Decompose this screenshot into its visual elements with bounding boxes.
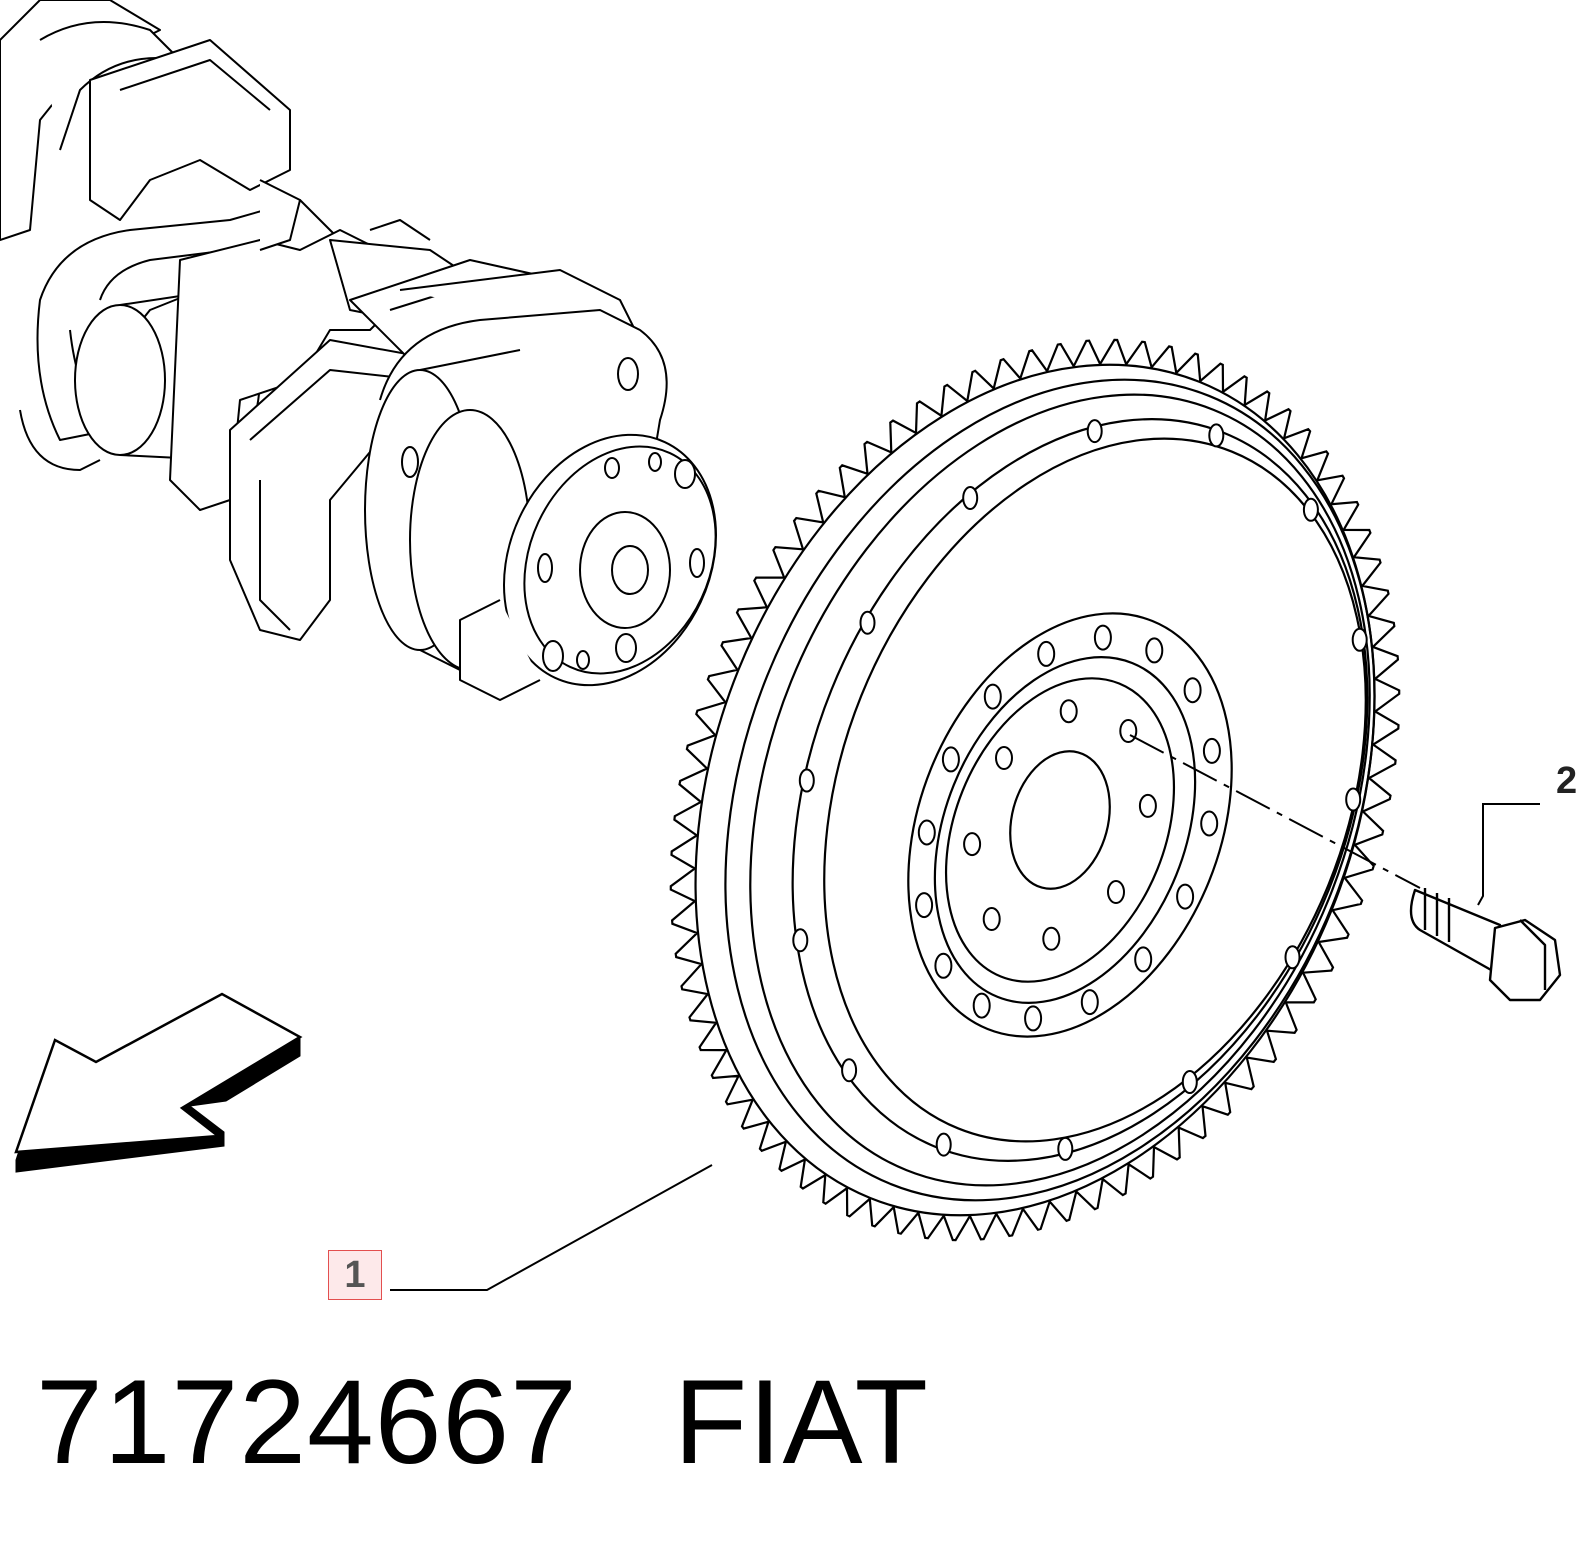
bolt-hole (1200, 810, 1219, 837)
bolt-axis-line (1129, 734, 1421, 889)
bolt-hole (1351, 627, 1368, 652)
bolt-hole (792, 928, 809, 953)
callout-1[interactable]: 1 (328, 1250, 382, 1300)
bolt-hole (972, 992, 991, 1019)
bolt-hole (1302, 497, 1319, 522)
bolt-hole (917, 819, 936, 846)
bolt-hole (841, 1058, 858, 1083)
part-number: 71724667 (36, 1355, 578, 1489)
bolt-drawing (1409, 888, 1562, 1002)
bolt-hole (1057, 1136, 1074, 1161)
part-brand: FIAT (673, 1355, 929, 1489)
bolt-hole (1107, 880, 1125, 904)
bolt-hole (798, 768, 815, 793)
bolt-hole (1042, 926, 1061, 951)
bolt-hole (1134, 946, 1153, 973)
bolt-hole (963, 832, 982, 857)
bolt-hole (983, 683, 1002, 710)
direction-arrow (14, 992, 303, 1173)
bolt-hole (1138, 793, 1157, 818)
bolt-hole (1059, 699, 1078, 724)
bolt-hole (982, 907, 1001, 931)
bolt-hole (1181, 1070, 1198, 1094)
bolt-hole (915, 892, 934, 919)
bolt-hole (1080, 989, 1099, 1016)
bolt-hole (995, 746, 1013, 770)
bolt-hole (962, 486, 979, 510)
bolt-hole (1183, 677, 1202, 704)
bolt-hole (1345, 787, 1362, 812)
bolt-hole (1024, 1005, 1043, 1032)
bolt-hole (1284, 945, 1301, 970)
callout-2[interactable]: 2 (1556, 760, 1578, 802)
bolt-hole (859, 610, 876, 635)
crankshaft-drawing (0, 0, 717, 701)
bolt-hole (1176, 883, 1195, 910)
bolt-hole (1086, 419, 1103, 444)
bolt-hole (1145, 637, 1164, 664)
bolt-hole (941, 746, 960, 773)
leader-lines (390, 803, 1540, 1291)
bolt-hole (1208, 423, 1225, 448)
flywheel-drawing (669, 338, 1401, 1242)
bolt-hole (1037, 640, 1056, 667)
bolt-hole (1202, 737, 1221, 764)
bolt-hole (1093, 624, 1112, 651)
bolt-hole (935, 1132, 952, 1157)
bolt-hole (934, 952, 953, 979)
bolt-hole (1119, 719, 1138, 743)
